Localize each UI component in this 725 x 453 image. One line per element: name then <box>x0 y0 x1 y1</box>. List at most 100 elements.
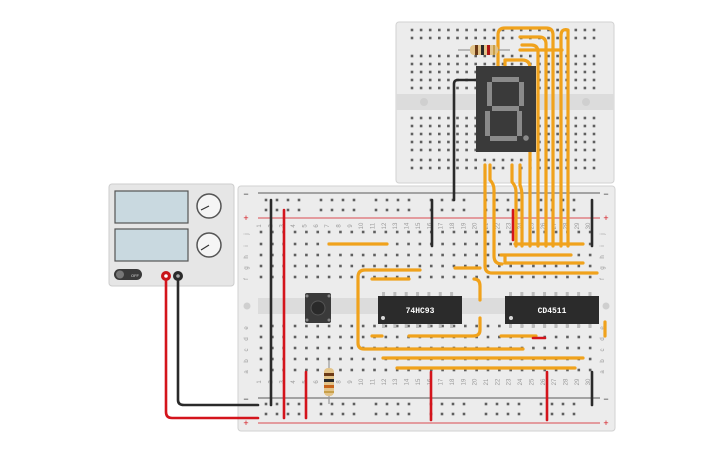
breadboard-hole[interactable] <box>428 70 432 74</box>
rail-hole[interactable] <box>495 198 499 202</box>
breadboard-hole[interactable] <box>438 86 441 90</box>
breadboard-hole[interactable] <box>418 368 422 372</box>
breadboard-hole[interactable] <box>465 158 468 162</box>
breadboard-hole[interactable] <box>519 28 523 32</box>
breadboard-hole[interactable] <box>583 86 587 90</box>
rail-hole[interactable] <box>462 208 466 212</box>
breadboard-hole[interactable] <box>577 253 581 257</box>
breadboard-hole[interactable] <box>419 148 423 152</box>
rail-hole[interactable] <box>407 208 411 212</box>
rail-hole[interactable] <box>341 402 345 406</box>
rail-hole[interactable] <box>385 198 389 202</box>
breadboard-hole[interactable] <box>547 78 550 82</box>
breadboard-hole[interactable] <box>532 346 535 350</box>
breadboard-hole[interactable] <box>339 230 342 234</box>
breadboard-hole[interactable] <box>428 158 432 162</box>
breadboard-hole[interactable] <box>592 54 596 58</box>
breadboard-hole[interactable] <box>592 148 596 152</box>
rail-hole[interactable] <box>539 402 543 406</box>
breadboard-hole[interactable] <box>452 242 456 246</box>
breadboard-hole[interactable] <box>452 368 456 372</box>
rail-hole[interactable] <box>495 412 499 416</box>
breadboard-hole[interactable] <box>456 166 459 170</box>
breadboard-hole[interactable] <box>395 324 399 328</box>
rail-hole[interactable] <box>352 208 356 212</box>
breadboard-hole[interactable] <box>492 54 496 58</box>
rail-hole[interactable] <box>330 198 334 202</box>
breadboard-hole[interactable] <box>271 346 274 350</box>
breadboard-hole[interactable] <box>574 54 578 58</box>
breadboard-hole[interactable] <box>519 158 523 162</box>
rail-hole[interactable] <box>539 198 543 202</box>
breadboard-hole[interactable] <box>583 78 587 82</box>
breadboard-hole[interactable] <box>293 357 297 361</box>
breadboard-hole[interactable] <box>441 253 444 257</box>
button-icon[interactable] <box>305 293 331 323</box>
rail-hole[interactable] <box>286 402 290 406</box>
breadboard-hole[interactable] <box>486 264 490 268</box>
breadboard-hole[interactable] <box>475 264 478 268</box>
breadboard-hole[interactable] <box>566 264 569 268</box>
rail-hole[interactable] <box>561 402 565 406</box>
breadboard-hole[interactable] <box>441 242 444 246</box>
voltage-knob-icon[interactable] <box>196 193 222 219</box>
breadboard-hole[interactable] <box>410 116 414 120</box>
breadboard-hole[interactable] <box>547 62 550 66</box>
breadboard-hole[interactable] <box>418 242 422 246</box>
breadboard-hole[interactable] <box>464 253 467 257</box>
rail-hole[interactable] <box>385 208 389 212</box>
breadboard-hole[interactable] <box>574 36 578 40</box>
breadboard-hole[interactable] <box>574 62 578 66</box>
breadboard-hole[interactable] <box>384 275 388 279</box>
rail-hole[interactable] <box>297 412 301 416</box>
breadboard-hole[interactable] <box>418 264 422 268</box>
breadboard-hole[interactable] <box>419 78 423 82</box>
rail-hole[interactable] <box>264 208 268 212</box>
breadboard-hole[interactable] <box>452 253 456 257</box>
breadboard-hole[interactable] <box>574 140 578 144</box>
breadboard-hole[interactable] <box>475 253 478 257</box>
breadboard-hole[interactable] <box>583 166 587 170</box>
breadboard-hole[interactable] <box>510 36 514 40</box>
breadboard-hole[interactable] <box>293 346 297 350</box>
rail-hole[interactable] <box>517 198 521 202</box>
breadboard-hole[interactable] <box>509 275 512 279</box>
breadboard-hole[interactable] <box>465 62 468 66</box>
breadboard-hole[interactable] <box>384 264 388 268</box>
breadboard-hole[interactable] <box>419 132 423 136</box>
breadboard-hole[interactable] <box>577 275 581 279</box>
breadboard-hole[interactable] <box>498 242 501 246</box>
breadboard-hole[interactable] <box>429 253 433 257</box>
breadboard-hole[interactable] <box>592 78 596 82</box>
breadboard-hole[interactable] <box>428 54 432 58</box>
breadboard-hole[interactable] <box>498 368 501 372</box>
breadboard-hole[interactable] <box>456 158 459 162</box>
breadboard-hole[interactable] <box>577 335 581 339</box>
breadboard-hole[interactable] <box>419 62 423 66</box>
breadboard-hole[interactable] <box>543 264 547 268</box>
breadboard-hole[interactable] <box>556 62 559 66</box>
breadboard-hole[interactable] <box>410 158 414 162</box>
rail-hole[interactable] <box>275 198 279 202</box>
breadboard-hole[interactable] <box>271 242 274 246</box>
breadboard-hole[interactable] <box>474 158 477 162</box>
breadboard-hole[interactable] <box>407 264 410 268</box>
breadboard-hole[interactable] <box>556 78 559 82</box>
rail-hole[interactable] <box>385 402 389 406</box>
breadboard-hole[interactable] <box>520 368 524 372</box>
breadboard-hole[interactable] <box>509 242 512 246</box>
breadboard-hole[interactable] <box>327 357 331 361</box>
breadboard-hole[interactable] <box>475 324 478 328</box>
rail-hole[interactable] <box>319 412 323 416</box>
breadboard-hole[interactable] <box>441 275 444 279</box>
current-knob-icon[interactable] <box>196 232 222 258</box>
rail-hole[interactable] <box>495 208 499 212</box>
breadboard-hole[interactable] <box>588 368 592 372</box>
breadboard-hole[interactable] <box>271 324 274 328</box>
breadboard-hole[interactable] <box>293 324 297 328</box>
breadboard-hole[interactable] <box>410 78 414 82</box>
breadboard-hole[interactable] <box>271 253 274 257</box>
breadboard-hole[interactable] <box>339 368 342 372</box>
breadboard-hole[interactable] <box>464 242 467 246</box>
breadboard-hole[interactable] <box>583 140 587 144</box>
